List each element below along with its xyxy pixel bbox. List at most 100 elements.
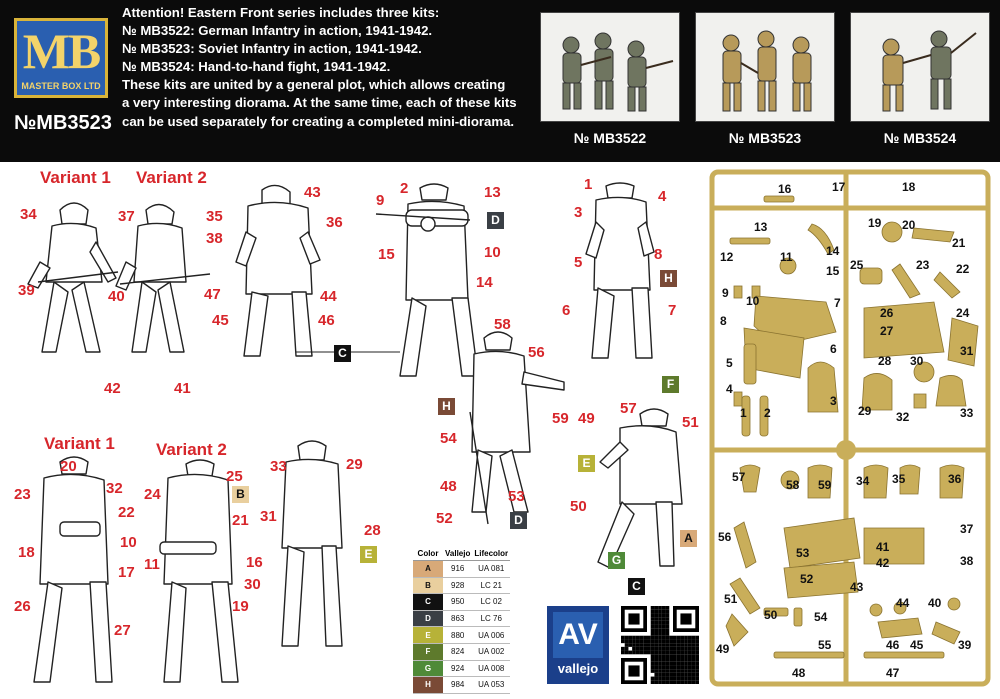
callout-number: 47 bbox=[204, 286, 221, 303]
sprue-part-number: 35 bbox=[892, 472, 906, 486]
callout-number: 46 bbox=[318, 312, 335, 329]
paint-swatch: C bbox=[413, 593, 443, 611]
vallejo-logo: AV vallejo bbox=[547, 606, 609, 684]
kit-number: №MB3523 bbox=[14, 112, 112, 134]
vallejo-code: 950 bbox=[443, 593, 473, 611]
sprue-part-number: 48 bbox=[792, 666, 806, 680]
sprue-part-number: 21 bbox=[952, 236, 966, 250]
color-code-a: A bbox=[680, 530, 697, 547]
callout-number: 8 bbox=[654, 246, 663, 263]
sprue-part-number: 19 bbox=[868, 216, 882, 230]
paint-table-header: Color bbox=[413, 546, 443, 561]
paint-swatch: D bbox=[413, 610, 443, 628]
paint-swatch: F bbox=[413, 643, 443, 661]
lifecolor-code: LC 02 bbox=[472, 593, 511, 611]
sprue-part-number: 5 bbox=[726, 356, 733, 370]
sprue-part-number: 31 bbox=[960, 344, 974, 358]
color-code-d: D bbox=[487, 212, 504, 229]
callout-number: 42 bbox=[104, 380, 121, 397]
soldier-variant1-bottom bbox=[33, 456, 113, 683]
color-code-c: C bbox=[334, 345, 351, 362]
callout-number: 25 bbox=[226, 468, 243, 485]
sprue-part-number: 54 bbox=[814, 610, 828, 624]
callout-number: 41 bbox=[174, 380, 191, 397]
logo-subtitle: MASTER BOX LTD bbox=[21, 81, 101, 91]
sprue-part-number: 7 bbox=[834, 296, 841, 310]
sprue-part-number: 3 bbox=[830, 394, 837, 408]
sprue-part-number: 46 bbox=[886, 638, 900, 652]
callout-number: 48 bbox=[440, 478, 457, 495]
paint-swatch: G bbox=[413, 660, 443, 678]
sprue-part-number: 53 bbox=[796, 546, 810, 560]
variant-label: Variant 2 bbox=[156, 440, 227, 459]
sprue-part-number: 47 bbox=[886, 666, 900, 680]
callout-number: 59 bbox=[552, 410, 569, 427]
callout-number: 57 bbox=[620, 400, 637, 417]
variant-label: Variant 2 bbox=[136, 168, 207, 187]
callout-number: 24 bbox=[144, 486, 161, 503]
sprue-part-number: 58 bbox=[786, 478, 800, 492]
paint-swatch: A bbox=[413, 560, 443, 578]
soldier-variant2-bottom bbox=[159, 459, 239, 683]
soldier-fighting bbox=[597, 408, 683, 569]
lifecolor-code: UA 081 bbox=[472, 560, 511, 578]
callout-number: 35 bbox=[206, 208, 223, 225]
soldier-variant2-top bbox=[115, 203, 211, 353]
callout-number: 27 bbox=[114, 622, 131, 639]
lifecolor-code: UA 053 bbox=[472, 676, 511, 694]
qr-code[interactable] bbox=[621, 606, 699, 684]
sprue-part-number: 28 bbox=[878, 354, 892, 368]
parts-sprue bbox=[709, 169, 991, 687]
callout-number: 39 bbox=[18, 282, 35, 299]
sprue-part-number: 4 bbox=[726, 382, 733, 396]
callout-number: 21 bbox=[232, 512, 249, 529]
sprue-part-number: 36 bbox=[948, 472, 962, 486]
sprue-part-number: 20 bbox=[902, 218, 916, 232]
sprue-part-number: 30 bbox=[910, 354, 924, 368]
callout-number: 19 bbox=[232, 598, 249, 615]
officer-back-view bbox=[585, 182, 655, 359]
intro-line: № MB3522: German Infantry in action, 194… bbox=[122, 23, 433, 39]
thumbnail-mb3524 bbox=[850, 12, 990, 122]
sprue-part-number: 8 bbox=[720, 314, 727, 328]
color-code-e: E bbox=[578, 455, 595, 472]
callout-number: 36 bbox=[326, 214, 343, 231]
vallejo-code: 928 bbox=[443, 577, 473, 595]
callout-number: 7 bbox=[668, 302, 677, 319]
vallejo-code: 880 bbox=[443, 626, 473, 644]
callout-number: 3 bbox=[574, 204, 583, 221]
callout-number: 52 bbox=[436, 510, 453, 527]
callout-number: 56 bbox=[528, 344, 545, 361]
callout-number: 18 bbox=[18, 544, 35, 561]
intro-line: can be used separately for creating a co… bbox=[122, 113, 515, 129]
sprue-part-number: 26 bbox=[880, 306, 894, 320]
sprue-part-number: 40 bbox=[928, 596, 942, 610]
callout-number: 15 bbox=[378, 246, 395, 263]
soviet-infantry-illustration bbox=[722, 30, 812, 112]
thumbnail-caption: № MB3524 bbox=[883, 130, 957, 146]
variant-label: Variant 1 bbox=[44, 434, 115, 453]
callout-number: 51 bbox=[682, 414, 699, 431]
callout-number: 32 bbox=[106, 480, 123, 497]
sprue-part-number: 43 bbox=[850, 580, 864, 594]
color-code-b: B bbox=[232, 486, 249, 503]
callout-number: 10 bbox=[120, 534, 137, 551]
paint-swatch: B bbox=[413, 577, 443, 595]
callout-number: 13 bbox=[484, 184, 501, 201]
sprue-part-number: 27 bbox=[880, 324, 894, 338]
sprue-part-number: 45 bbox=[910, 638, 924, 652]
callout-number: 11 bbox=[144, 556, 160, 573]
callout-number: 38 bbox=[206, 230, 223, 247]
vallejo-code: 863 bbox=[443, 610, 473, 628]
sprue-part-number: 6 bbox=[830, 342, 837, 356]
callout-number: 29 bbox=[346, 456, 363, 473]
sprue-part-number: 59 bbox=[818, 478, 832, 492]
sprue-part-number: 38 bbox=[960, 554, 974, 568]
callout-number: 53 bbox=[508, 488, 525, 505]
intro-line: These kits are united by a general plot,… bbox=[122, 77, 506, 93]
callout-number: 54 bbox=[440, 430, 457, 447]
vallejo-mark: AV bbox=[553, 612, 603, 658]
